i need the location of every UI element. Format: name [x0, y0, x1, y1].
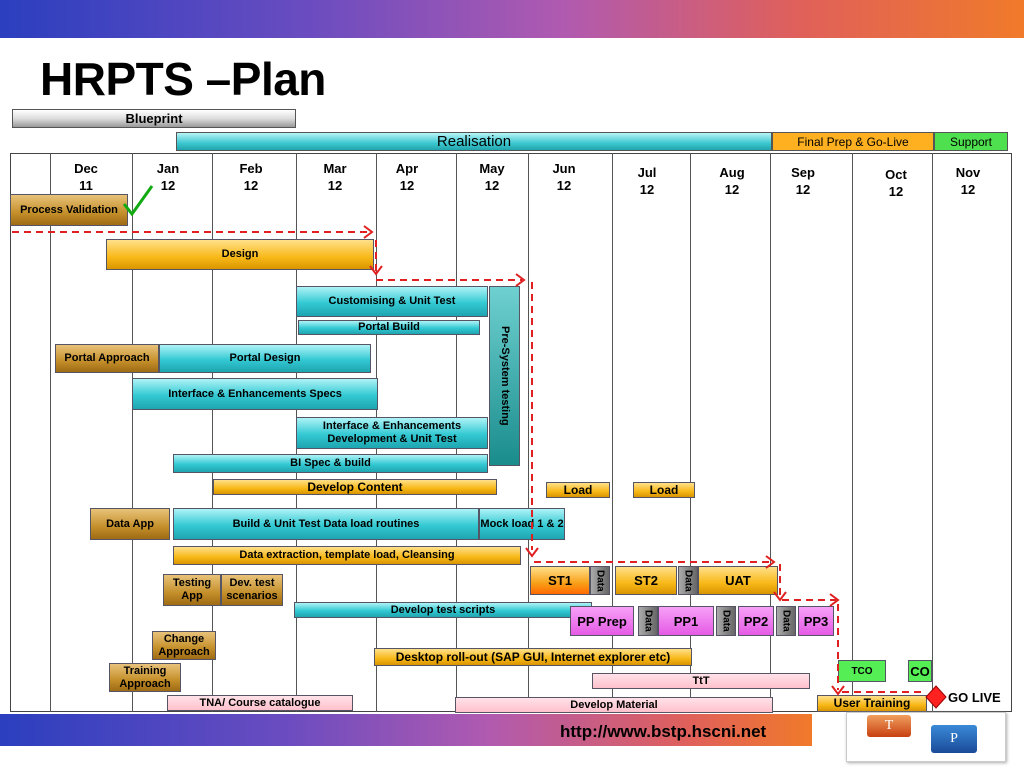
interface-dev-bar: Interface & Enhancements Development & U… [296, 417, 488, 449]
data-extraction-bar: Data extraction, template load, Cleansin… [173, 546, 521, 565]
grid-line [132, 153, 133, 712]
interface-specs-bar: Interface & Enhancements Specs [132, 378, 378, 410]
pp2-bar: PP2 [738, 606, 774, 636]
go-live-label: GO LIVE [948, 690, 1001, 705]
develop-material-bar: Develop Material [455, 697, 773, 713]
training-approach-bar: Training Approach [109, 663, 181, 692]
arrowhead [765, 555, 776, 569]
ttt-bar: TtT [592, 673, 810, 689]
design-bar: Design [106, 239, 374, 270]
load-bar-1: Load [546, 482, 610, 498]
grid-line [50, 153, 51, 712]
arrowhead [829, 593, 840, 607]
data-marker-4: Data [716, 606, 736, 636]
data-marker-2: Data [678, 566, 698, 595]
checkmark-icon [122, 185, 154, 217]
portal-design-bar: Portal Design [159, 344, 371, 373]
portal-approach-bar: Portal Approach [55, 344, 159, 373]
grid-line [932, 153, 933, 712]
change-approach-bar: Change Approach [152, 631, 216, 660]
data-marker-1: Data [590, 566, 610, 595]
arrowhead [525, 547, 539, 558]
pp-prep-bar: PP Prep [570, 606, 634, 636]
arrowhead [515, 273, 526, 287]
portal-build-bar: Portal Build [298, 320, 480, 335]
grid-line [852, 153, 853, 712]
process-validation-bar: Process Validation [10, 194, 128, 226]
logo-t-block: T [867, 715, 911, 737]
grid-line [528, 153, 529, 712]
bstp-logo: T P [846, 712, 1006, 762]
testing-app-bar: Testing App [163, 574, 221, 606]
load-bar-2: Load [633, 482, 695, 498]
data-app-bar: Data App [90, 508, 170, 540]
develop-content-bar: Develop Content [213, 479, 497, 495]
arrowhead [831, 685, 845, 696]
bi-spec-bar: BI Spec & build [173, 454, 488, 473]
pp1-bar: PP1 [658, 606, 714, 636]
grid-line [690, 153, 691, 712]
arrowhead [369, 265, 383, 276]
logo-p-block: P [931, 725, 977, 753]
data-marker-3: Data [638, 606, 658, 636]
pp3-bar: PP3 [798, 606, 834, 636]
dev-test-scenarios-bar: Dev. test scenarios [221, 574, 283, 606]
top-gradient-band [0, 0, 1024, 38]
arrowhead [773, 591, 787, 602]
uat-bar: UAT [698, 566, 778, 595]
blueprint-phase-bar: Blueprint [12, 109, 296, 128]
build-unit-test-bar: Build & Unit Test Data load routines [173, 508, 479, 540]
pre-system-testing-bar: Pre-System testing [489, 286, 520, 466]
mock-load-bar: Mock load 1 & 2 [479, 508, 565, 540]
st2-bar: ST2 [615, 566, 677, 595]
page-title: HRPTS –Plan [40, 53, 326, 105]
bottom-gradient-band [0, 714, 812, 746]
st1-bar: ST1 [530, 566, 590, 595]
arrowhead [363, 225, 374, 239]
tna-bar: TNA/ Course catalogue [167, 695, 353, 711]
data-marker-5: Data [776, 606, 796, 636]
develop-test-scripts-bar: Develop test scripts [294, 602, 592, 618]
go-live-diamond-icon [925, 685, 947, 709]
realisation-phase-bar: Realisation [176, 132, 772, 151]
user-training-bar: User Training [817, 695, 927, 712]
customising-bar: Customising & Unit Test [296, 286, 488, 317]
co-bar: CO [908, 660, 932, 682]
grid-line [770, 153, 771, 712]
grid-line [212, 153, 213, 712]
footer-url-link[interactable]: http://www.bstp.hscni.net [560, 722, 767, 741]
support-phase-bar: Support [934, 132, 1008, 151]
grid-line [612, 153, 613, 712]
final-prep-phase-bar: Final Prep & Go-Live [772, 132, 934, 151]
desktop-rollout-bar: Desktop roll-out (SAP GUI, Internet expl… [374, 648, 692, 666]
